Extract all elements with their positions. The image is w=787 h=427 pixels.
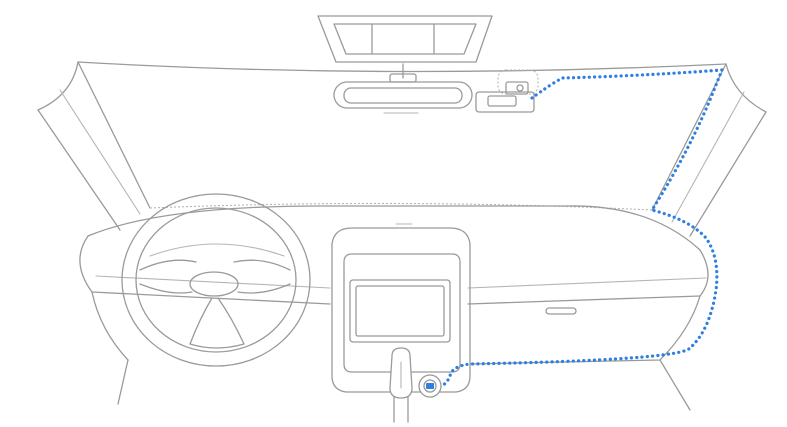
- power-socket: [419, 375, 441, 397]
- dash-camera: [476, 70, 538, 112]
- power-cable-route: [436, 70, 722, 388]
- gear-shifter: [390, 348, 412, 398]
- sun-visor: [318, 16, 492, 62]
- socket-plug-icon: [426, 383, 434, 389]
- glove-box: [546, 308, 576, 314]
- steering-wheel: [122, 194, 310, 366]
- infotainment-screen: [350, 280, 450, 342]
